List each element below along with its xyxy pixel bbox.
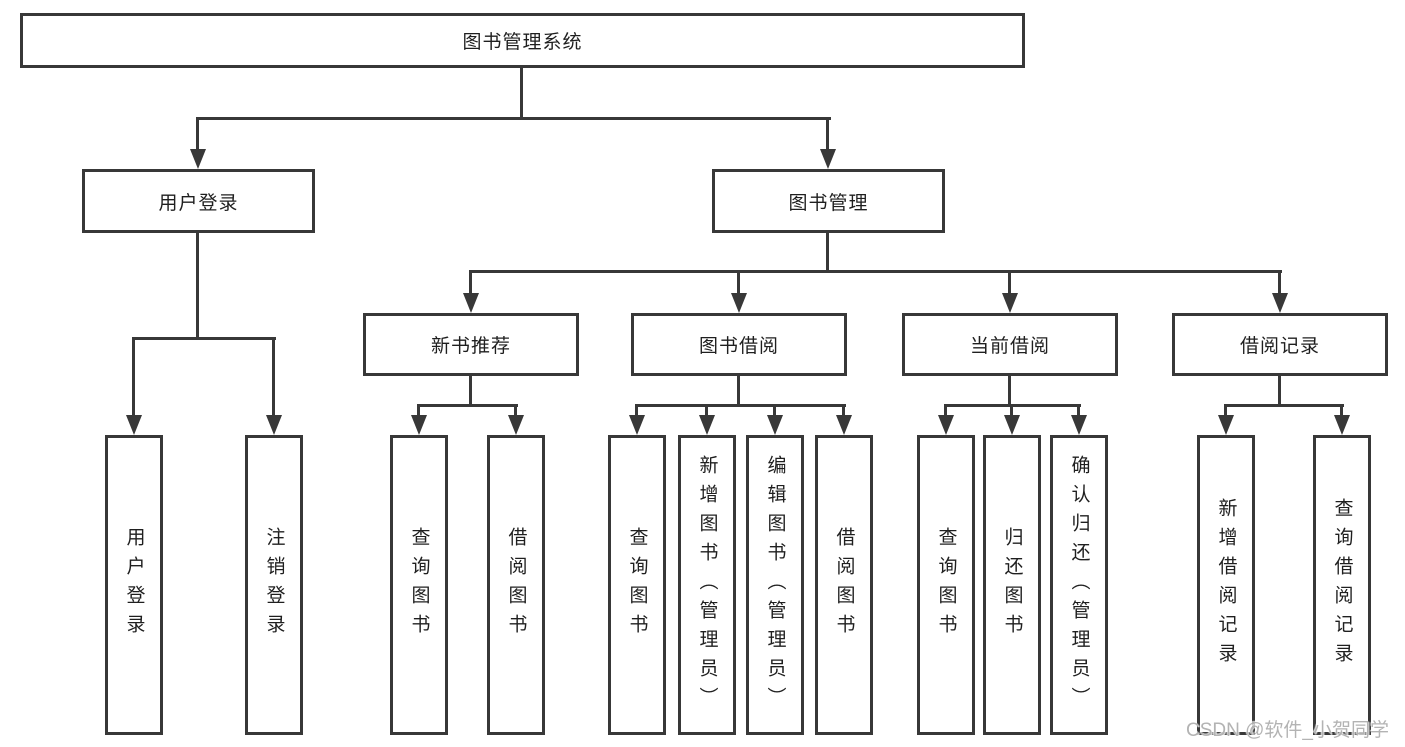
leaf-confirm-return-admin: 确认归还（管理员） — [1050, 435, 1108, 735]
leaf-edit-book-admin: 编辑图书（管理员） — [746, 435, 804, 735]
leaf-borrow-books-recommend: 借阅图书 — [487, 435, 545, 735]
connector-line — [1008, 270, 1011, 293]
arrow-down-icon — [938, 415, 954, 435]
node-borrow-records: 借阅记录 — [1172, 313, 1388, 376]
connector-line — [196, 117, 199, 149]
arrow-down-icon — [767, 415, 783, 435]
arrow-down-icon — [411, 415, 427, 435]
node-label: 注销登录 — [263, 527, 285, 643]
connector-line — [842, 404, 845, 415]
node-root-system: 图书管理系统 — [20, 13, 1025, 68]
leaf-logout: 注销登录 — [245, 435, 303, 735]
node-current-borrow: 当前借阅 — [902, 313, 1118, 376]
node-label: 新增借阅记录 — [1215, 498, 1237, 672]
connector-line — [773, 404, 776, 415]
leaf-add-book-admin: 新增图书（管理员） — [678, 435, 736, 735]
node-label: 查询图书 — [935, 527, 957, 643]
connector-line — [1010, 404, 1013, 415]
node-label: 图书借阅 — [698, 336, 779, 357]
arrow-down-icon — [266, 415, 282, 435]
node-label: 图书管理系统 — [462, 32, 583, 53]
connector-line — [1008, 376, 1011, 407]
arrow-down-icon — [190, 149, 206, 169]
connector-line — [197, 117, 831, 120]
leaf-return-book: 归还图书 — [983, 435, 1041, 735]
leaf-query-books-current: 查询图书 — [917, 435, 975, 735]
connector-line — [132, 337, 135, 415]
node-new-book-recommend: 新书推荐 — [363, 313, 579, 376]
node-label: 编辑图书（管理员） — [764, 454, 786, 716]
connector-line — [520, 68, 523, 120]
node-book-borrow: 图书借阅 — [631, 313, 847, 376]
arrow-down-icon — [699, 415, 715, 435]
connector-line — [272, 337, 275, 415]
connector-line — [417, 404, 420, 415]
leaf-query-books-borrow: 查询图书 — [608, 435, 666, 735]
node-label: 图书管理 — [788, 192, 869, 214]
connector-line — [469, 376, 472, 407]
arrow-down-icon — [629, 415, 645, 435]
arrow-down-icon — [836, 415, 852, 435]
node-label: 查询图书 — [626, 527, 648, 643]
connector-line — [132, 337, 276, 340]
node-label: 当前借阅 — [969, 336, 1050, 357]
node-label: 确认归还（管理员） — [1068, 454, 1090, 716]
arrow-down-icon — [731, 293, 747, 313]
node-label: 新书推荐 — [430, 336, 511, 357]
connector-line — [469, 270, 1282, 273]
arrow-down-icon — [1334, 415, 1350, 435]
arrow-down-icon — [126, 415, 142, 435]
connector-line — [1077, 404, 1080, 415]
connector-line — [737, 270, 740, 293]
leaf-add-borrow-record: 新增借阅记录 — [1197, 435, 1255, 735]
connector-line — [705, 404, 708, 415]
connector-line — [1340, 404, 1343, 415]
connector-line — [944, 404, 947, 415]
node-label: 用户登录 — [123, 527, 145, 643]
watermark: CSDN @软件_小贺同学 — [1186, 720, 1389, 741]
connector-line — [826, 233, 829, 273]
arrow-down-icon — [1218, 415, 1234, 435]
node-label: 借阅记录 — [1239, 336, 1320, 357]
arrow-down-icon — [1002, 293, 1018, 313]
connector-line — [1224, 404, 1227, 415]
connector-line — [1278, 376, 1281, 407]
arrow-down-icon — [1004, 415, 1020, 435]
node-label: 查询图书 — [408, 527, 430, 643]
arrow-down-icon — [820, 149, 836, 169]
connector-line — [737, 376, 740, 407]
node-label: 新增图书（管理员） — [696, 454, 718, 716]
connector-line — [826, 117, 829, 149]
arrow-down-icon — [1071, 415, 1087, 435]
node-label: 借阅图书 — [833, 527, 855, 643]
connector-line — [196, 233, 199, 340]
node-label: 归还图书 — [1001, 527, 1023, 643]
connector-line — [514, 404, 517, 415]
node-user-login: 用户登录 — [82, 169, 315, 233]
arrow-down-icon — [508, 415, 524, 435]
node-label: 用户登录 — [158, 192, 239, 214]
connector-line — [469, 270, 472, 293]
connector-line — [635, 404, 638, 415]
node-label: 借阅图书 — [505, 527, 527, 643]
connector-line — [635, 404, 846, 407]
leaf-query-borrow-record: 查询借阅记录 — [1313, 435, 1371, 735]
connector-line — [1224, 404, 1344, 407]
leaf-borrow-books: 借阅图书 — [815, 435, 873, 735]
leaf-query-books-recommend: 查询图书 — [390, 435, 448, 735]
node-label: 查询借阅记录 — [1331, 498, 1353, 672]
connector-line — [417, 404, 518, 407]
connector-line — [1278, 270, 1281, 293]
leaf-user-login: 用户登录 — [105, 435, 163, 735]
arrow-down-icon — [1272, 293, 1288, 313]
arrow-down-icon — [463, 293, 479, 313]
node-book-management: 图书管理 — [712, 169, 945, 233]
